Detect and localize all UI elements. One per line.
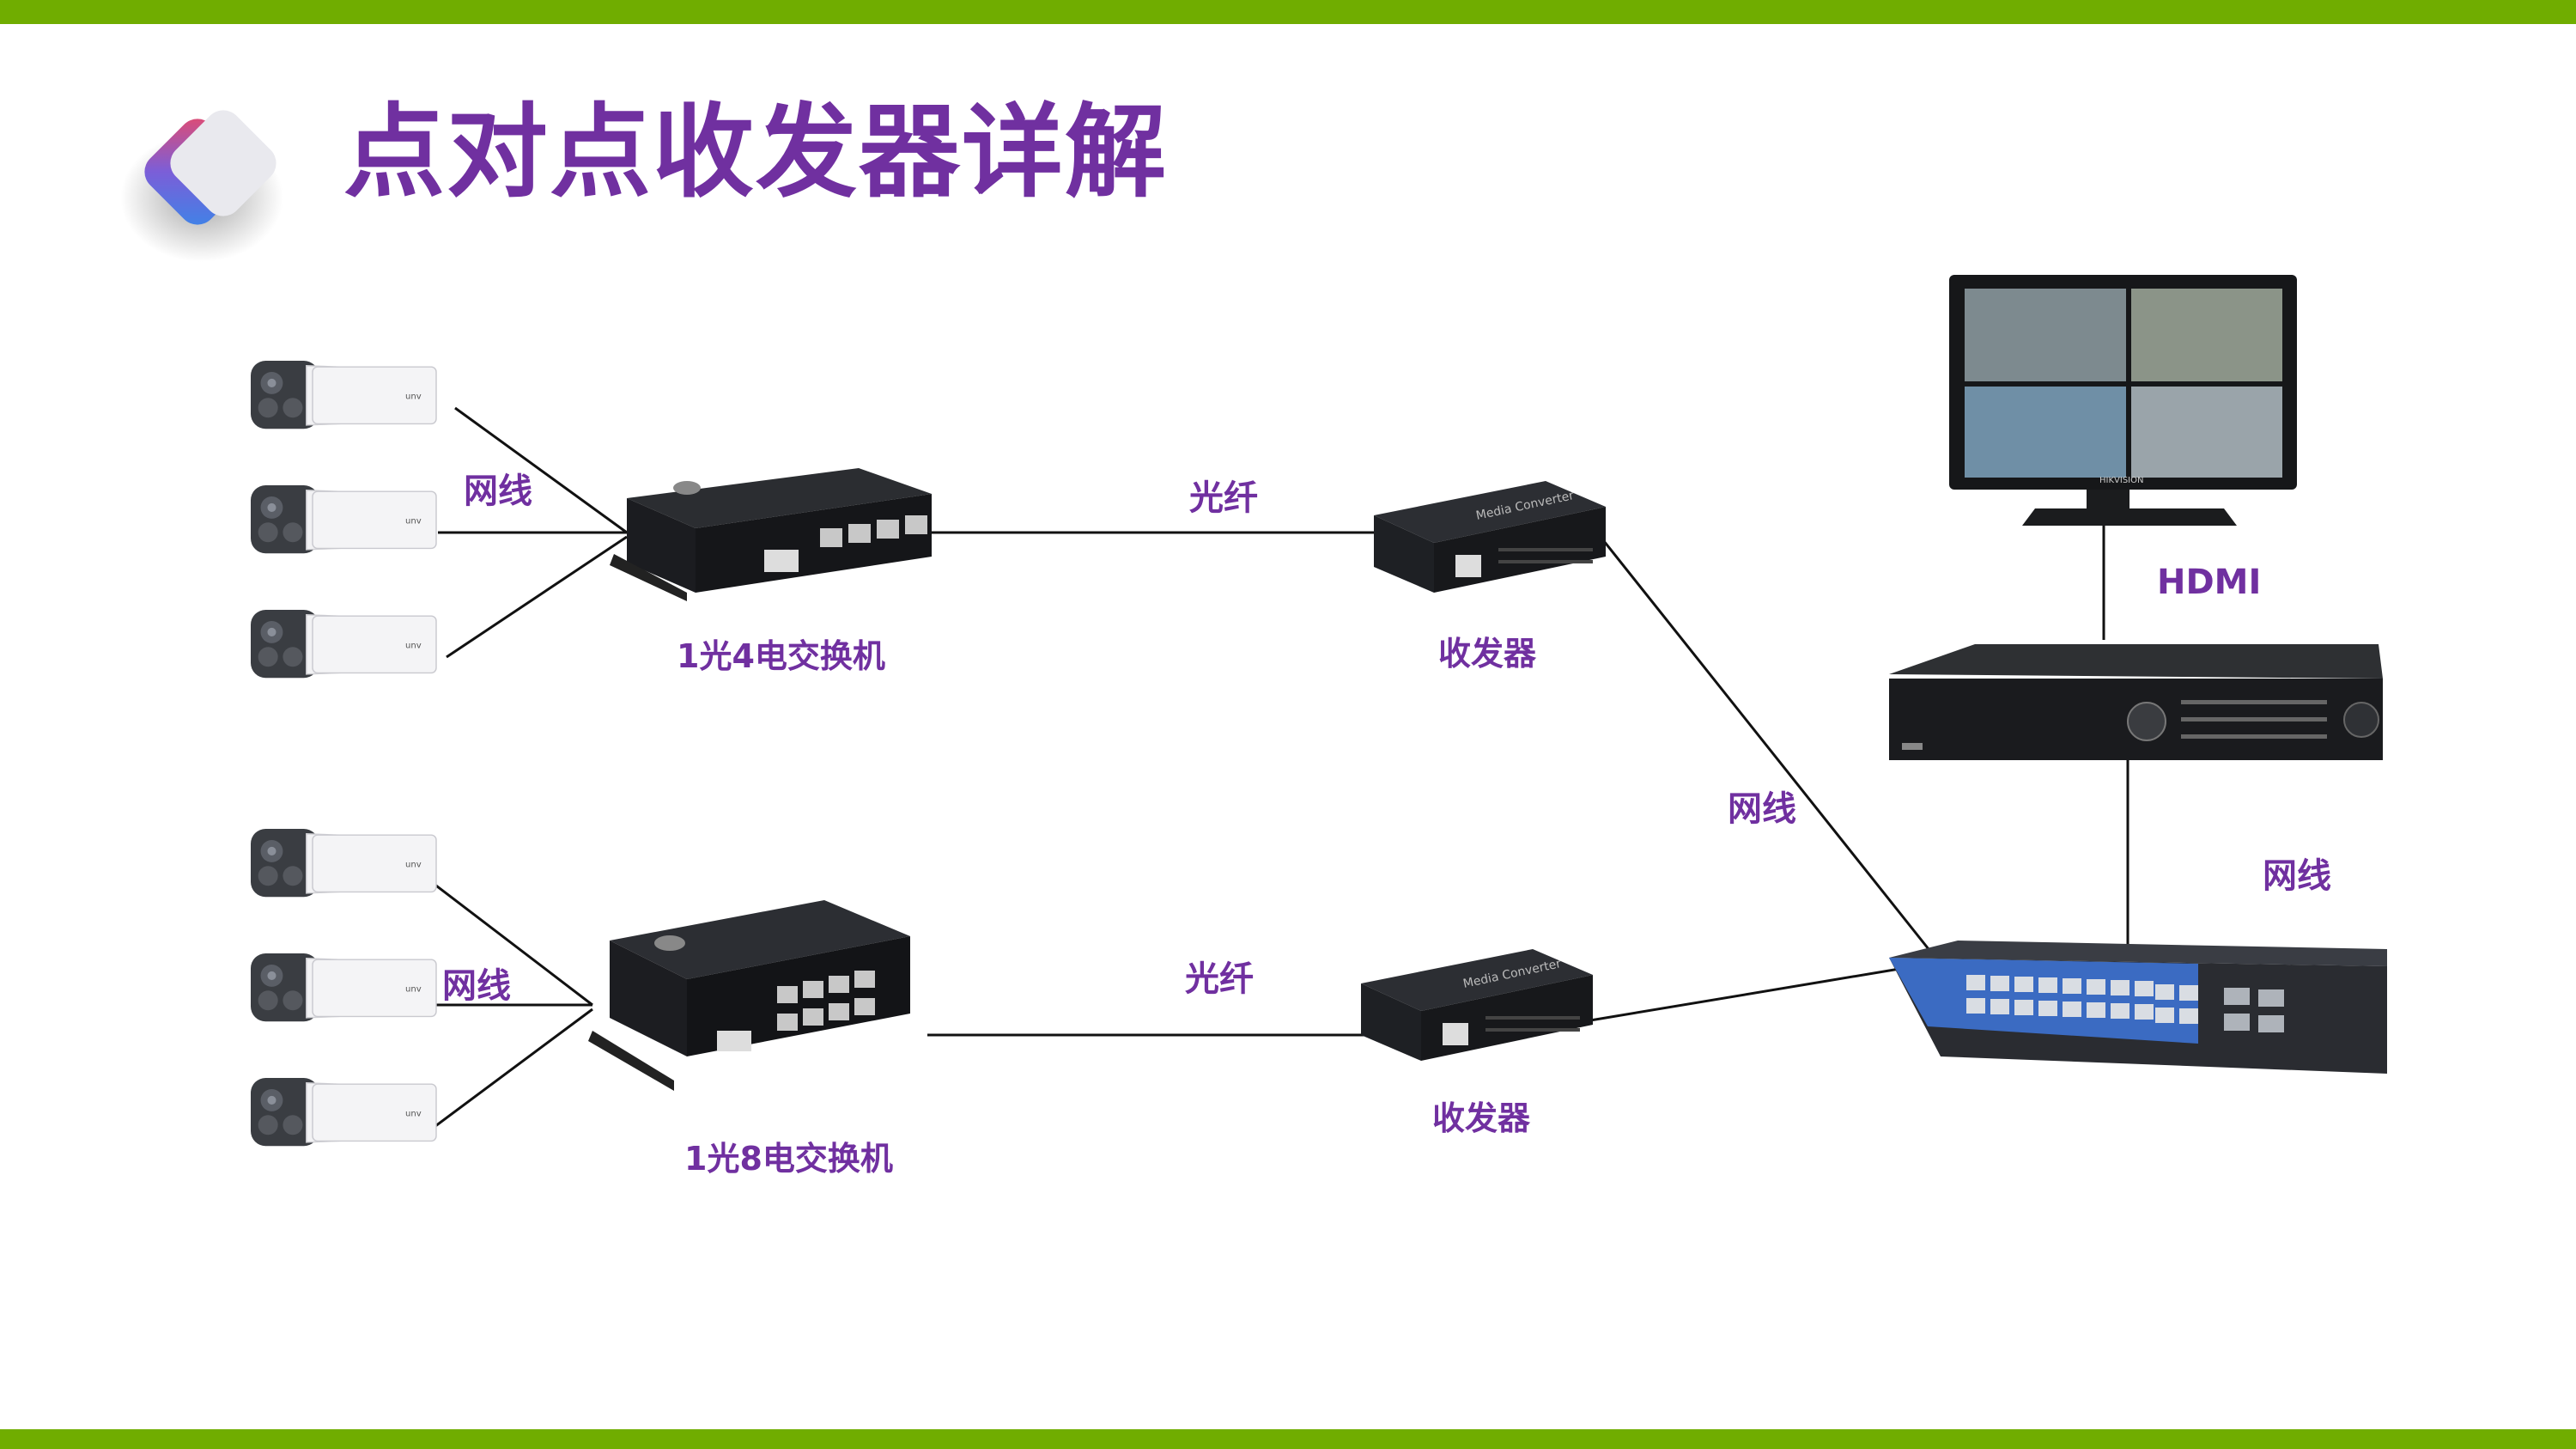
caption-switch-4: 1光4电交换机 xyxy=(677,637,885,675)
transceiver-1-device xyxy=(1374,481,1606,593)
label-hdmi: HDMI xyxy=(2157,563,2262,602)
caption-transceiver-2: 收发器 xyxy=(1432,1099,1531,1137)
camera-4 xyxy=(250,828,437,898)
monitor-device: HIKVISION xyxy=(1949,275,2297,526)
connection-lines xyxy=(424,406,2129,1135)
label-cable-bottom: 网线 xyxy=(442,966,511,1006)
camera-2 xyxy=(250,484,437,554)
nvr-device xyxy=(1889,644,2383,760)
camera-3 xyxy=(250,609,437,679)
core-switch-device xyxy=(1889,941,2387,1074)
camera-5 xyxy=(250,953,437,1022)
monitor-brand: HIKVISION xyxy=(2099,476,2143,485)
label-cable-nvr: 网线 xyxy=(2263,856,2331,896)
label-cable-top: 网线 xyxy=(464,472,532,511)
top-accent-bar xyxy=(0,0,2576,24)
caption-switch-8: 1光8电交换机 xyxy=(684,1140,893,1178)
label-cable-right: 网线 xyxy=(1728,789,1796,829)
camera-6 xyxy=(250,1077,437,1147)
bottom-accent-bar xyxy=(0,1429,2576,1449)
slide-title: 点对点收发器详解 xyxy=(343,93,1169,211)
label-fiber-bottom: 光纤 xyxy=(1185,959,1254,999)
transceiver-2-device xyxy=(1361,949,1593,1061)
label-fiber-top: 光纤 xyxy=(1189,478,1258,518)
switch-4-port-device xyxy=(610,468,932,601)
camera-1 xyxy=(250,360,437,429)
caption-transceiver-1: 收发器 xyxy=(1438,635,1537,673)
slide-logo xyxy=(120,110,283,262)
switch-8-port-device xyxy=(588,900,910,1091)
